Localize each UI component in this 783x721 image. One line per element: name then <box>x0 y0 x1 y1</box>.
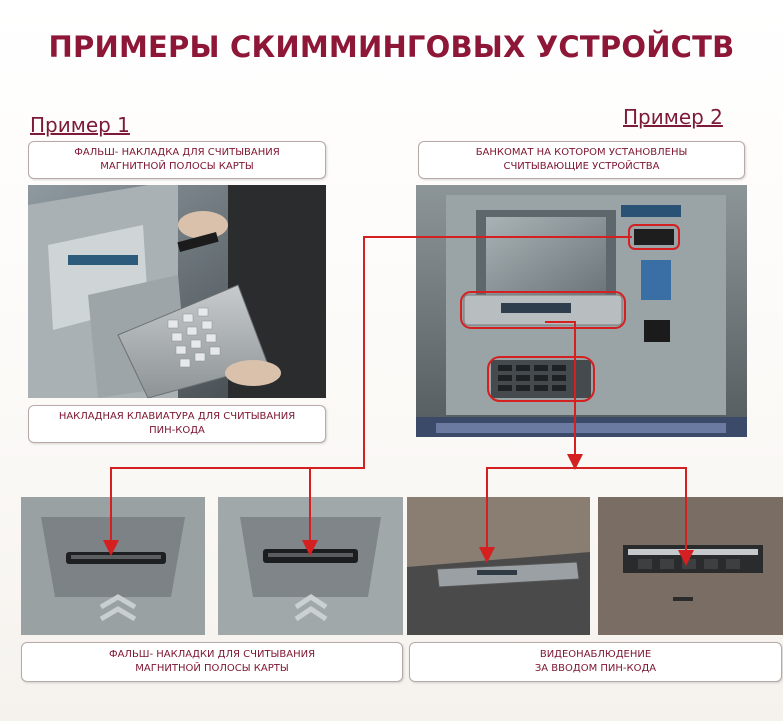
example-2-atm-photo <box>416 185 747 437</box>
bottom-right-caption: ВИДЕОНАБЛЮДЕНИЕ ЗА ВВОДОМ ПИН-КОДА <box>409 642 782 682</box>
example-2-top-caption: БАНКОМАТ НА КОТОРОМ УСТАНОВЛЕНЫ СЧИТЫВАЮ… <box>418 141 745 179</box>
example-1-top-caption: ФАЛЬШ- НАКЛАДКА ДЛЯ СЧИТЫВАНИЯ МАГНИТНОЙ… <box>28 141 326 179</box>
camera-device-photo-2 <box>598 497 783 635</box>
camera-device-photo-1 <box>407 497 590 635</box>
example-1-photo <box>28 185 326 398</box>
example-2-label: Пример 2 <box>623 105 723 129</box>
page-title: ПРИМЕРЫ СКИММИНГОВЫХ УСТРОЙСТВ <box>48 30 735 64</box>
example-1-label: Пример 1 <box>30 113 130 137</box>
fake-card-reader-photo-2 <box>218 497 403 635</box>
bottom-left-caption: ФАЛЬШ- НАКЛАДКИ ДЛЯ СЧИТЫВАНИЯ МАГНИТНОЙ… <box>21 642 403 682</box>
example-1-bottom-caption: НАКЛАДНАЯ КЛАВИАТУРА ДЛЯ СЧИТЫВАНИЯ ПИН-… <box>28 405 326 443</box>
fake-card-reader-photo-1 <box>21 497 205 635</box>
